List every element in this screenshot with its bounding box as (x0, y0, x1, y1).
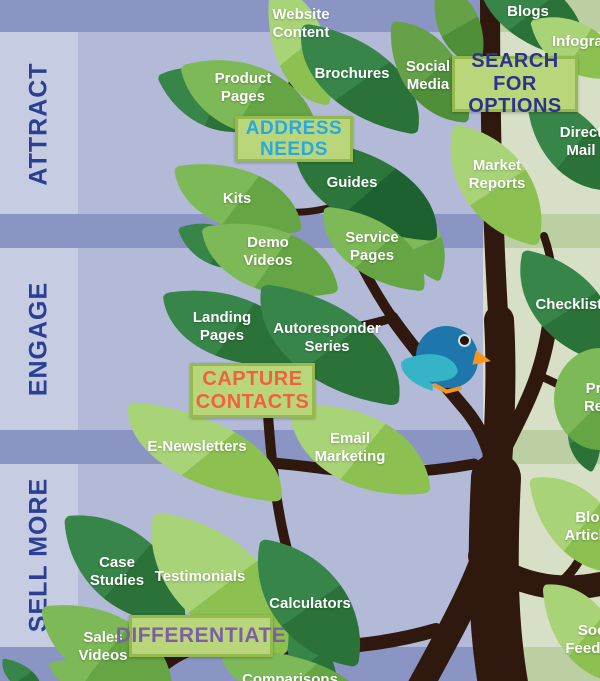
leaf-label-service-pages: Service Pages (345, 229, 399, 264)
leaf-label-guides: Guides (326, 174, 378, 191)
left-label-column-background (0, 0, 78, 681)
leaf-label-calculators: Calculators (269, 595, 351, 612)
stage-box-differentiate: DIFFERENTIATE (116, 615, 286, 657)
stage-box-label-capture-contacts: CAPTURE CONTACTS (195, 368, 310, 413)
leaf-label-market-reports: Market Reports (468, 157, 526, 192)
leaf-label-brochures: Brochures (314, 65, 390, 82)
section-label-attract: ATTRACT (24, 62, 53, 186)
leaf-label-case-studies: Case Studies (89, 554, 145, 589)
leaf-label-blog-articles: Blog Articles (564, 509, 600, 544)
stage-box-label-differentiate: DIFFERENTIATE (115, 624, 287, 648)
leaf-label-landing-pages: Landing Pages (192, 309, 252, 344)
stage-box-label-address-needs: ADDRESS NEEDS (245, 117, 343, 160)
leaf-label-blogs: Blogs (507, 3, 549, 20)
stage-box-address-needs: ADDRESS NEEDS (235, 116, 353, 162)
bluebird (395, 320, 494, 404)
stage-box-search-for-options: SEARCH FOR OPTIONS (452, 50, 578, 117)
section-label-engage: ENGAGE (24, 281, 53, 397)
leaf-label-e-newsletters: E-Newsletters (147, 438, 247, 455)
bird-eye (460, 336, 469, 345)
leaf-label-email-marketing: Email Marketing (314, 430, 386, 465)
leaf-label-social-media: Social Media (405, 58, 451, 93)
leaf-label-checklists: Checklists (535, 296, 600, 313)
leaf-label-product-reviews: Product Reviews (583, 380, 600, 415)
leaf-label-website-content: Website Content (272, 6, 330, 41)
leaf-label-testimonials: Testimonials (154, 568, 246, 585)
leaf-label-sales-videos: Sales Videos (78, 629, 128, 664)
leaf-label-kits: Kits (222, 190, 252, 207)
stage-box-capture-contacts: CAPTURE CONTACTS (190, 363, 315, 418)
leaf-label-infographics: Infographics (551, 33, 600, 50)
leaf-label-demo-videos: Demo Videos (243, 234, 293, 269)
leaf-label-product-pages: Product Pages (214, 70, 272, 105)
leaf-label-comparisons: Comparisons (242, 671, 338, 681)
leaf-label-autoresponder-series: Autoresponder Series (273, 320, 381, 355)
leaf-label-direct-mail: Direct Mail (559, 124, 600, 159)
leaf-label-social-feedback: Social Feedback (565, 622, 600, 657)
stage-box-label-search-for-options: SEARCH FOR OPTIONS (468, 50, 562, 118)
